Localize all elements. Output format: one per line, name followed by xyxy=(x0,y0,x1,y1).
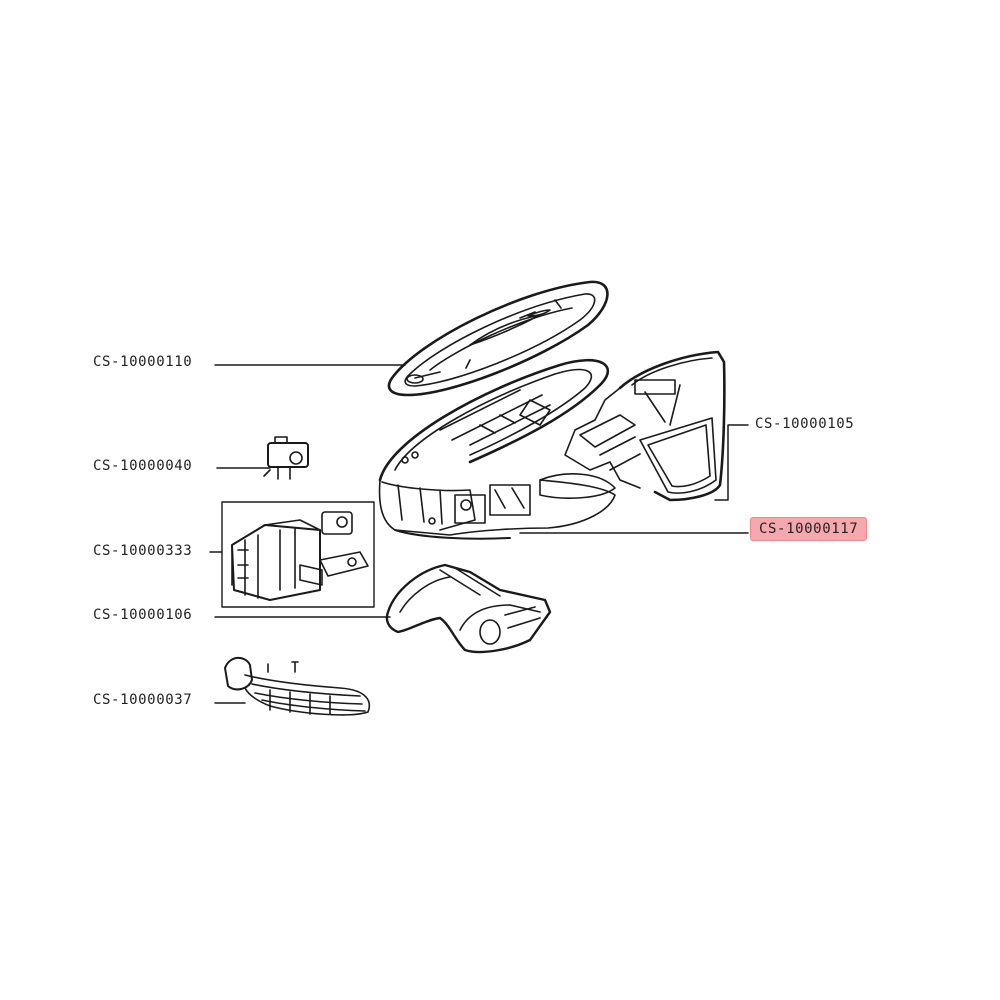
part-label-lid[interactable]: CS-10000110 xyxy=(93,354,193,370)
part-label-power-cord[interactable]: CS-10000037 xyxy=(93,692,193,708)
part-pump-drawing xyxy=(263,436,309,480)
leader-lines xyxy=(209,364,749,704)
part-label-pump[interactable]: CS-10000040 xyxy=(93,458,193,474)
part-label-pcb-assembly[interactable]: CS-10000333 xyxy=(93,543,193,559)
part-power-cord-drawing xyxy=(224,656,371,716)
part-handle-drawing xyxy=(385,563,552,654)
part-base-housing-drawing xyxy=(378,358,616,540)
part-lid-drawing xyxy=(387,280,609,397)
part-label-base-housing-highlighted[interactable]: CS-10000117 xyxy=(750,517,868,541)
part-water-tank-drawing xyxy=(564,350,726,502)
part-pcb-assembly-drawing xyxy=(221,501,375,608)
part-label-handle[interactable]: CS-10000106 xyxy=(93,607,193,623)
part-label-water-tank[interactable]: CS-10000105 xyxy=(755,416,855,432)
